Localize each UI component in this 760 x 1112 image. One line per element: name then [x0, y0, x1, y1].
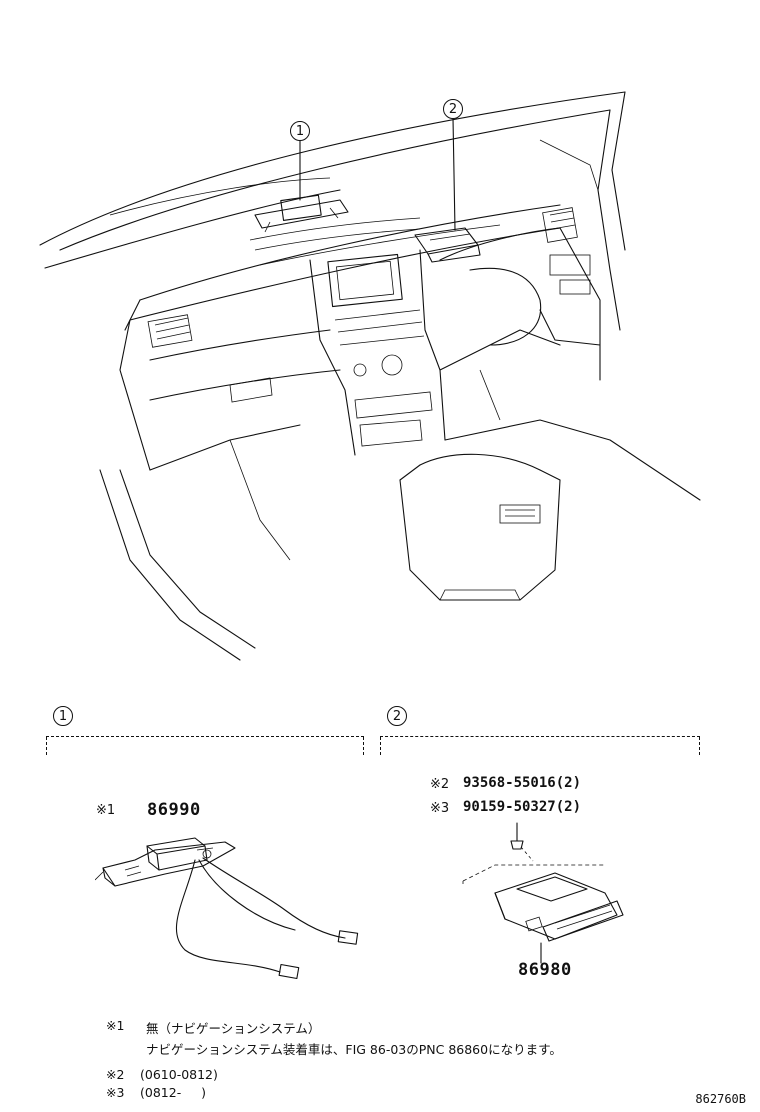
fastener-2-part-number: 90159-50327(2)	[463, 799, 582, 815]
fastener-2-marker: ※3	[430, 801, 450, 816]
note-1-text: 無（ナビゲーションシステム）	[146, 1021, 321, 1036]
overview-callout-1: 1	[290, 121, 310, 141]
note-3-text: (0812- )	[140, 1085, 206, 1100]
figure-code: 862760B	[695, 1092, 746, 1106]
fastener-1-marker: ※2	[430, 777, 450, 792]
fastener-1-part-number: 93568-55016(2)	[463, 775, 582, 791]
section-1-callout: 1	[53, 706, 73, 726]
note-2-text: (0610-0812)	[140, 1067, 218, 1082]
navigation-receiver-86980-illustration	[462, 822, 624, 964]
section-2-callout: 2	[387, 706, 407, 726]
section-1-bracket	[46, 736, 364, 755]
gps-antenna-86990-illustration	[95, 837, 359, 980]
part-number-86980: 86980	[518, 960, 572, 980]
note-2-marker: ※2	[106, 1067, 125, 1082]
note-1-continuation-text: ナビゲーションシステム装着車は、FIG 86-03のPNC 86860になります…	[146, 1042, 562, 1057]
note-1-marker: ※1	[106, 1018, 125, 1033]
section-1-marker: ※1	[96, 803, 116, 818]
note-3-marker: ※3	[106, 1085, 125, 1100]
part-number-86990: 86990	[147, 800, 201, 820]
dashboard-overview-illustration	[39, 91, 701, 661]
overview-callout-2: 2	[443, 99, 463, 119]
section-2-bracket	[380, 736, 700, 755]
overview-part-2-shape	[414, 227, 481, 263]
